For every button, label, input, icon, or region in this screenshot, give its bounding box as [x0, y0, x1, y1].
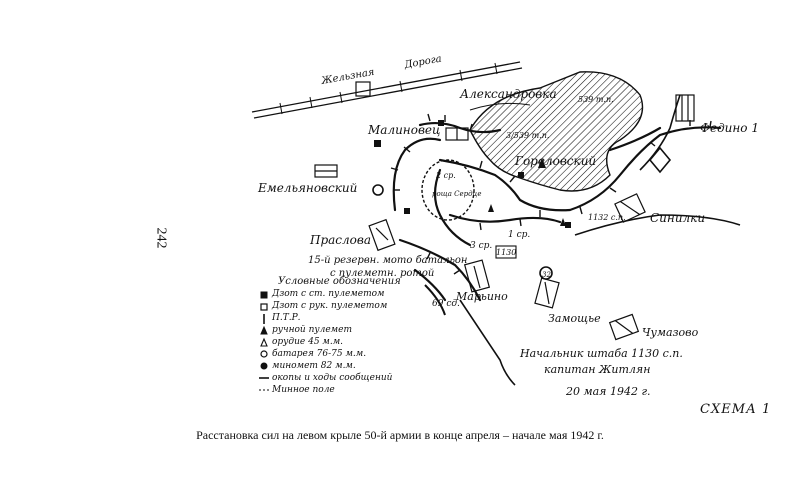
legend-item: орудие 45 м.м.	[272, 337, 344, 347]
railway	[251, 61, 523, 119]
unit-2cr: 2 ср.	[435, 171, 456, 180]
unit-markers	[372, 120, 571, 280]
label-zamoshye: Замощье	[548, 312, 601, 325]
enemy-area	[469, 71, 644, 192]
front-ticks	[390, 113, 712, 275]
label-malinovets: Малиновец	[367, 123, 440, 137]
label-fedino: Федино 1	[700, 121, 759, 135]
village-fedino	[675, 94, 695, 122]
roads	[459, 94, 741, 386]
legend-item: окопы и ходы сообщений	[272, 373, 393, 383]
legend-symbols	[259, 291, 269, 391]
label-gorelovskiy: Гореловский	[514, 154, 596, 168]
signature-date: 20 мая 1942 г.	[566, 385, 651, 398]
unit-1130: 1130	[496, 248, 516, 257]
railway-label-2: Дорога	[403, 54, 443, 72]
legend-item: Минное поле	[272, 385, 335, 395]
unit-32: 32	[542, 271, 551, 279]
grove-serdtse	[421, 159, 475, 221]
legend-item: Дзот с ст. пулеметом	[272, 289, 385, 299]
railway-station	[355, 81, 371, 97]
legend-item: ручной пулемет	[272, 325, 352, 335]
scheme-label: СХЕМА 1	[700, 402, 772, 417]
village-sinilki	[614, 193, 646, 223]
legend-title: Условные обозначения	[278, 276, 401, 287]
unit-69: 69 сд.	[432, 299, 460, 309]
label-sinilki: Синилки	[650, 211, 705, 225]
page-number: 242	[153, 227, 169, 249]
front-69	[424, 284, 446, 316]
village-chumazovo	[608, 313, 640, 341]
figure-caption: Расстановка сил на левом крыле 50-й арми…	[196, 428, 604, 442]
village-emelyanovskiy	[314, 164, 338, 178]
label-aleksandrovka: Александровка	[459, 87, 557, 101]
legend-item: П.Т.Р.	[272, 313, 301, 323]
village-praslovka	[368, 218, 396, 252]
village-malinovets	[445, 127, 469, 141]
label-chumazovo: Чумазово	[642, 326, 699, 339]
unit-1132: 1132 с.п.	[588, 213, 626, 222]
unit-539-b: 3/539 т.п.	[506, 131, 549, 140]
signature-line-1: Начальник штаба 1130 с.п.	[520, 347, 683, 360]
legend-item: миномет 82 м.м.	[272, 361, 356, 371]
label-praslovka: Праслова	[309, 233, 371, 247]
unit-grove: роща Сердце	[432, 190, 482, 198]
label-maryino: Марьино	[455, 290, 508, 303]
railway-label: Жельзная	[320, 67, 376, 87]
unit-1cr: 1 ср.	[508, 230, 530, 240]
village-zamoshye	[534, 277, 560, 309]
signature: Начальник штаба 1130 с.п. капитан Житлян…	[520, 346, 683, 400]
unit-539-a: 539 т.п.	[578, 95, 614, 104]
village-maryino	[463, 259, 491, 293]
label-emelyanovskiy: Емельяновский	[257, 181, 357, 195]
reserve-line-1: 15-й резервн. мото батальон	[308, 255, 468, 266]
unit-3cr: 3 ср.	[470, 241, 492, 251]
legend-item: Дзот с рук. пулеметом	[272, 301, 388, 311]
legend-item: батарея 76-75 м.м.	[272, 349, 367, 359]
signature-line-2: капитан Житлян	[544, 363, 651, 376]
reserve-line-2: с пулеметн. ротой	[330, 268, 434, 279]
unit-1130-box	[495, 245, 517, 259]
legend: Условные обозначения Дзот с ст. пулемето…	[272, 276, 401, 396]
villages	[314, 94, 695, 341]
